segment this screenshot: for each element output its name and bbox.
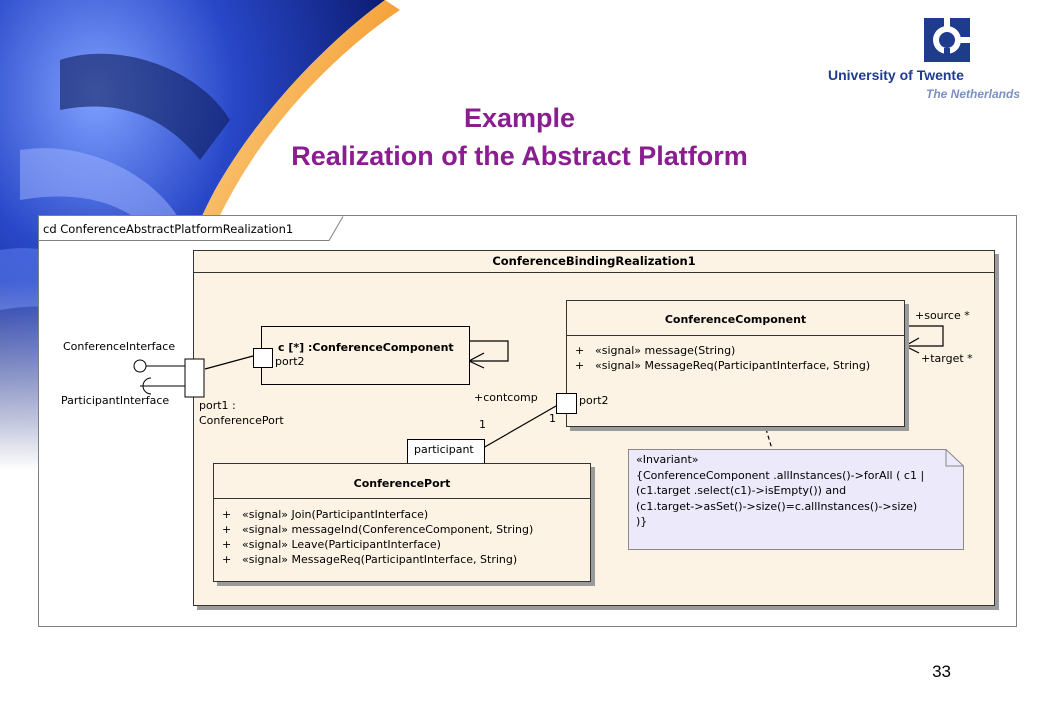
- port1-label-line2: ConferencePort: [199, 414, 284, 427]
- part-port-label: port2: [275, 355, 305, 368]
- port-op-4: +«signal» MessageReq(ParticipantInterfac…: [222, 553, 518, 566]
- part-port-square: [253, 348, 273, 368]
- port1-label-line1: port1 :: [199, 399, 236, 412]
- conference-port-title: ConferencePort: [214, 464, 590, 499]
- note-line-4: (c1.target->asSet()->size()=c.allInstanc…: [636, 499, 918, 513]
- binding-class-title: ConferenceBindingRealization1: [194, 251, 994, 273]
- port-op-2: +«signal» messageInd(ConferenceComponent…: [222, 523, 534, 536]
- component-op-1: +«signal» message(String): [575, 344, 736, 357]
- conference-port-class: ConferencePort +«signal» Join(Participan…: [213, 463, 591, 582]
- note-line-5: )}: [636, 515, 648, 528]
- university-logo: University of Twente The Netherlands: [826, 18, 1036, 108]
- port-op-3: +«signal» Leave(ParticipantInterface): [222, 538, 441, 551]
- part-label: c [*] :ConferenceComponent: [278, 341, 454, 354]
- multiplicity-left: 1: [479, 418, 486, 431]
- slide-title-line2: Realization of the Abstract Platform: [291, 141, 748, 171]
- frame-label: cd ConferenceAbstractPlatformRealization…: [43, 222, 294, 236]
- note-line-1: «Invariant»: [636, 453, 699, 466]
- logo-university-name: University of Twente: [828, 67, 964, 83]
- slide-title-line1: Example: [463, 103, 576, 133]
- frame-label-tab: [39, 216, 344, 241]
- participant-interface-label: ParticipantInterface: [61, 394, 170, 407]
- participant-port: participant: [407, 439, 485, 465]
- logo-country: The Netherlands: [926, 87, 1021, 101]
- invariant-note: «Invariant» {ConferenceComponent .allIns…: [636, 452, 924, 530]
- invariant-note-shape: [628, 449, 964, 550]
- participant-label: participant: [414, 443, 474, 456]
- conference-component-title: ConferenceComponent: [567, 301, 904, 336]
- multiplicity-right: 1: [549, 412, 556, 425]
- source-label: +source *: [915, 309, 970, 322]
- target-label: +target *: [921, 352, 973, 365]
- conference-component-part: c [*] :ConferenceComponent: [261, 326, 470, 385]
- component-port-label: port2: [579, 394, 609, 407]
- connector-lines: [133, 325, 944, 450]
- diagram-frame: cd ConferenceAbstractPlatformRealization…: [38, 215, 1017, 627]
- contcomp-label: +contcomp: [474, 391, 538, 404]
- note-line-3: (c1.target .select(c1)->isEmpty()) and: [636, 484, 847, 497]
- port-op-1: +«signal» Join(ParticipantInterface): [222, 508, 429, 521]
- component-op-2: +«signal» MessageReq(ParticipantInterfac…: [575, 359, 871, 372]
- logo-emblem-icon: [924, 18, 970, 62]
- note-line-2: {ConferenceComponent .allInstances()->fo…: [636, 468, 925, 482]
- page-number: 33: [932, 662, 951, 681]
- component-port-square: [556, 393, 577, 414]
- conference-interface-label: ConferenceInterface: [63, 340, 176, 353]
- conference-component-class: ConferenceComponent +«signal» message(St…: [566, 300, 905, 427]
